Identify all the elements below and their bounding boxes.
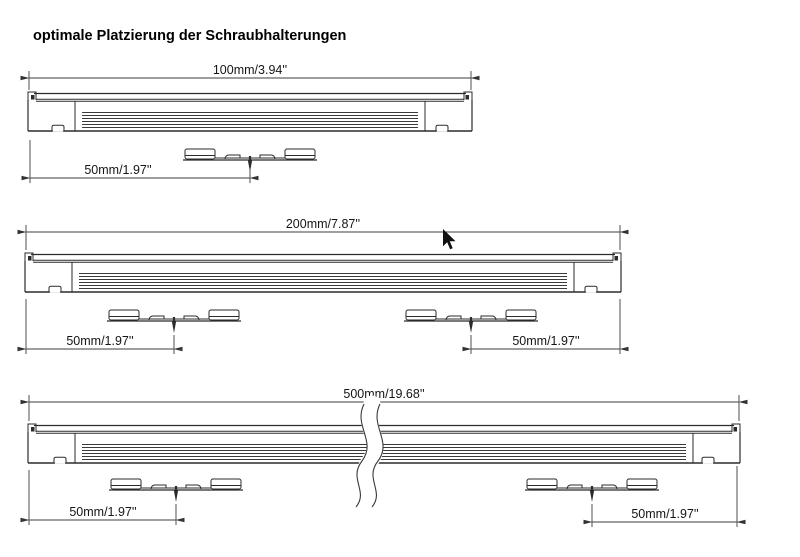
bracket-clips xyxy=(566,484,618,490)
mounting-bracket-left xyxy=(109,478,243,502)
mounting-bracket-left xyxy=(107,309,241,333)
profile-body xyxy=(27,423,741,464)
bracket-clips xyxy=(445,315,497,321)
dimension-label: 100mm/3.94'' xyxy=(213,63,287,77)
offset-dimension-left: 50mm/1.97'' xyxy=(20,470,185,525)
diagram-100mm: 100mm/3.94'' xyxy=(20,63,480,183)
heatsink-fins xyxy=(79,273,567,289)
mouse-cursor-icon xyxy=(443,229,456,250)
dimension-label: 50mm/1.97'' xyxy=(66,334,133,348)
mounting-notch xyxy=(48,285,62,293)
offset-dimension-right: 50mm/1.97'' xyxy=(583,466,746,527)
screw-icon xyxy=(173,486,179,502)
offset-dimension-left: 50mm/1.97'' xyxy=(17,299,183,354)
endcap-clip-mark xyxy=(614,256,618,261)
endcap-clip-mark xyxy=(28,256,32,261)
endcap-clip-mark xyxy=(733,427,737,432)
endcap-clip-mark xyxy=(31,95,35,100)
screw-icon xyxy=(589,486,595,502)
screw-icon xyxy=(247,156,253,172)
total-length-dimension: 200mm/7.87'' xyxy=(17,217,629,250)
dimension-label: 50mm/1.97'' xyxy=(631,507,698,521)
dimension-label: 50mm/1.97'' xyxy=(84,163,151,177)
cover-lines xyxy=(36,430,732,434)
bracket-clips xyxy=(148,315,200,321)
profile-body xyxy=(24,252,622,293)
page-title: optimale Platzierung der Schraubhalterun… xyxy=(33,28,346,44)
endcap-clip-mark xyxy=(465,95,469,100)
mounting-notch xyxy=(51,124,65,132)
total-length-dimension: 500mm/19.68'' xyxy=(20,387,748,421)
dimension-label: 50mm/1.97'' xyxy=(69,505,136,519)
break-symbol xyxy=(355,395,384,516)
dimension-label: 500mm/19.68'' xyxy=(343,387,424,401)
profile-body xyxy=(27,91,473,132)
offset-dimension-right: 50mm/1.97'' xyxy=(462,299,629,354)
mounting-notch xyxy=(435,124,449,132)
offset-dimension-left: 50mm/1.97'' xyxy=(21,140,259,183)
mounting-bracket xyxy=(183,148,317,172)
screw-icon xyxy=(171,317,177,333)
cover-lines xyxy=(36,98,464,102)
heatsink-fins xyxy=(82,112,418,128)
bracket-clips xyxy=(224,154,276,160)
mounting-bracket-right xyxy=(525,478,659,502)
dimension-label: 200mm/7.87'' xyxy=(286,217,360,231)
mounting-notch xyxy=(701,456,715,464)
screw-icon xyxy=(468,317,474,333)
heatsink-fins xyxy=(82,444,686,460)
bracket-clips xyxy=(150,484,202,490)
diagram-500mm: 500mm/19.68'' xyxy=(20,387,748,527)
mounting-notch xyxy=(584,285,598,293)
mounting-notch xyxy=(53,456,67,464)
endcap-clip-mark xyxy=(31,427,35,432)
mounting-bracket-right xyxy=(404,309,538,333)
dimension-label: 50mm/1.97'' xyxy=(512,334,579,348)
cover-lines xyxy=(33,259,613,263)
diagram-200mm: 200mm/7.87'' xyxy=(17,217,629,354)
total-length-dimension: 100mm/3.94'' xyxy=(20,63,480,90)
